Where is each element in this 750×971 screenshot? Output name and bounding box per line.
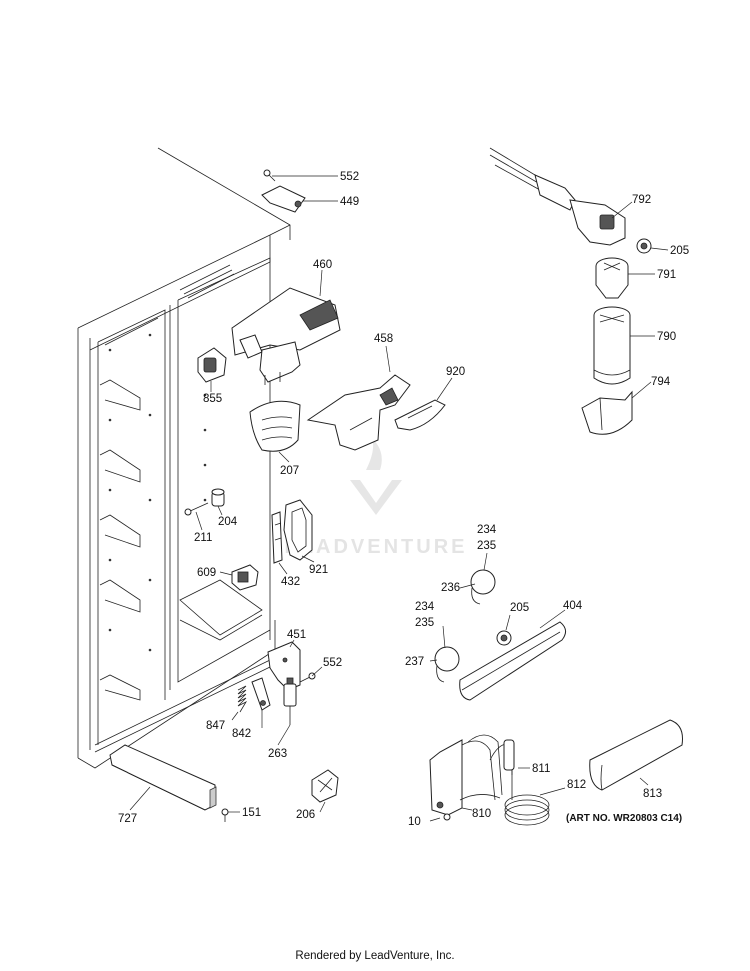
- callout-263: 263: [268, 748, 287, 760]
- callout-labels: 552 449 460 855 458 920 207 204 211 921 …: [118, 171, 689, 828]
- callout-552-lower: 552: [323, 657, 342, 669]
- callout-811: 811: [532, 763, 550, 775]
- callout-812: 812: [567, 779, 586, 791]
- part-812-coil: [504, 770, 550, 826]
- part-847-spring: [237, 685, 248, 713]
- part-207-cover: [249, 400, 301, 452]
- callout-842: 842: [232, 728, 251, 740]
- footer-credit: Rendered by LeadVenture, Inc.: [295, 950, 455, 962]
- part-792-filter-head: [534, 174, 626, 246]
- part-404-tube: [459, 621, 566, 701]
- part-449-hinge: [261, 185, 306, 213]
- callout-794: 794: [651, 376, 671, 388]
- leader-lines: [129, 175, 669, 822]
- refrigerator-cabinet: [77, 147, 291, 769]
- callout-847: 847: [206, 720, 225, 732]
- callout-237: 237: [405, 656, 424, 668]
- freezer-shelves: [99, 379, 141, 701]
- callout-204: 204: [218, 516, 238, 528]
- part-813-insulation: [589, 719, 683, 791]
- part-451-bracket: [267, 641, 301, 691]
- part-920-trim: [394, 399, 446, 431]
- callout-727: 727: [118, 813, 137, 825]
- part-206-cap: [311, 769, 339, 803]
- part-432-switch: [271, 511, 283, 564]
- callout-10: 10: [408, 816, 421, 828]
- callout-207: 207: [280, 465, 299, 477]
- part-458-dispenser-housing: [306, 374, 411, 451]
- part-794-filter-cover: [581, 390, 633, 435]
- callout-855: 855: [203, 393, 222, 405]
- callout-451: 451: [287, 629, 306, 641]
- watermark-text: LEADVENTURE: [284, 536, 467, 558]
- callout-234-lower: 234: [415, 601, 435, 613]
- callout-449: 449: [340, 196, 359, 208]
- callout-813: 813: [643, 788, 662, 800]
- part-205-o-ring-b: [496, 630, 512, 646]
- callout-458: 458: [374, 333, 393, 345]
- part-236-clamp: [470, 569, 496, 605]
- part-237-clamp: [434, 646, 460, 683]
- callout-920: 920: [446, 366, 465, 378]
- callout-234-upper: 234: [477, 524, 497, 536]
- callout-460: 460: [313, 259, 332, 271]
- callout-206: 206: [296, 809, 315, 821]
- part-727-toe-grille: [109, 744, 217, 811]
- part-211-screw: [184, 502, 209, 516]
- part-810-tubing-assembly: [429, 734, 515, 816]
- callout-211: 211: [194, 532, 212, 544]
- part-842-lever: [251, 677, 271, 711]
- callout-810: 810: [472, 808, 491, 820]
- part-204-bushing: [211, 488, 225, 507]
- part-552-screw-lower: [299, 672, 316, 683]
- part-205-o-ring: [636, 238, 652, 254]
- part-855-damper: [197, 347, 227, 383]
- callout-151: 151: [242, 807, 261, 819]
- callout-792: 792: [632, 194, 651, 206]
- art-number: (ART NO. WR20803 C14): [566, 813, 682, 824]
- callout-235-lower: 235: [415, 617, 434, 629]
- part-790-filter-cartridge: [593, 306, 631, 385]
- callout-235-upper: 235: [477, 540, 496, 552]
- part-609-connector: [231, 564, 259, 591]
- part-10-screw: [443, 813, 451, 821]
- callout-552: 552: [340, 171, 359, 183]
- part-460-air-duct: [231, 287, 341, 385]
- callout-432: 432: [281, 576, 300, 588]
- part-921-gasket: [283, 499, 313, 561]
- callout-921: 921: [309, 564, 328, 576]
- callout-236: 236: [441, 582, 460, 594]
- callout-609: 609: [197, 567, 216, 579]
- part-151-screw: [221, 808, 229, 822]
- part-791-bypass-plug: [595, 257, 629, 299]
- callout-791: 791: [657, 269, 676, 281]
- callout-404: 404: [563, 600, 583, 612]
- callout-205-middle: 205: [510, 602, 529, 614]
- part-263-valve: [283, 677, 297, 725]
- callout-790: 790: [657, 331, 676, 343]
- callout-205: 205: [670, 245, 689, 257]
- part-552-screw: [263, 169, 276, 182]
- leadventure-watermark: LEADVENTURE: [284, 438, 467, 558]
- water-filter-assembly: [489, 147, 652, 435]
